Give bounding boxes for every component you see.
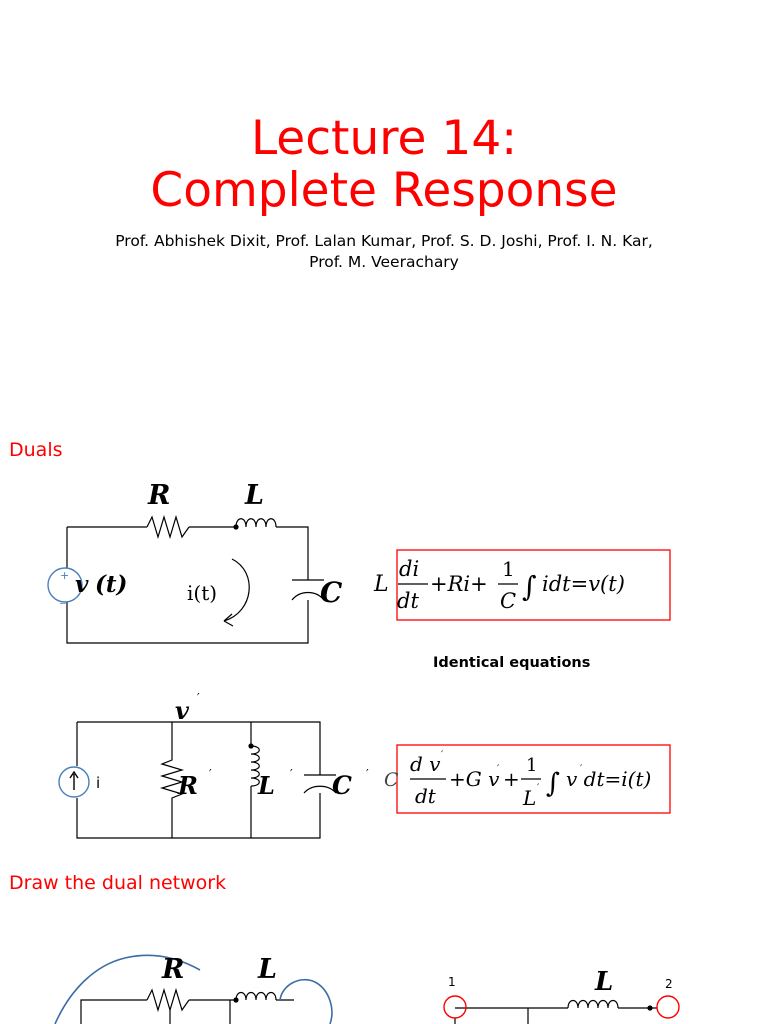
node-1-label: 1 — [448, 975, 456, 989]
authors-line1: Prof. Abhishek Dixit, Prof. Lalan Kumar,… — [115, 232, 653, 250]
dual-l-prime: ′ — [290, 767, 293, 781]
resistor-r-label: R — [147, 480, 170, 511]
eq2-rest: v dt=i(t) — [566, 767, 651, 791]
source-t-label: (t) — [95, 571, 127, 598]
dual-v-prime: ′ — [197, 691, 200, 705]
eq1-one: 1 — [502, 557, 515, 581]
identical-equations-caption: Identical equations — [433, 655, 591, 671]
section-draw-dual: Draw the dual network — [9, 872, 227, 894]
eq2-gv-prime: ′ — [497, 764, 500, 775]
handwritten-loop-right — [279, 978, 333, 1024]
eq1-dt: dt — [397, 589, 419, 613]
eq1-rest: idt=v(t) — [542, 572, 625, 596]
eq2-l-prime: ′ — [537, 783, 540, 794]
node-1-marker — [443, 995, 467, 1019]
eq1-di: di — [399, 557, 419, 581]
equation1-box — [396, 549, 671, 621]
slide-title-line1: Lecture 14: — [250, 111, 518, 166]
current-label: i(t) — [187, 581, 217, 605]
dual-r-prime: ′ — [209, 767, 212, 781]
eq2-dv-prime: ′ — [441, 750, 444, 761]
dual-c-prime: ′ — [366, 767, 369, 781]
eq1-plus-ri: +Ri+ — [430, 572, 488, 596]
equation2-box — [396, 744, 671, 814]
bottom-r-label: R — [161, 954, 184, 985]
eq2-plus-gv: +G v — [449, 767, 500, 791]
dual-r-label: R — [177, 771, 198, 800]
current-source-label: i — [96, 774, 100, 792]
capacitor-c-label: C — [320, 576, 343, 609]
bottom-l-label: L — [257, 954, 277, 985]
inductor-l-label: L — [244, 480, 264, 511]
eq1-integral: ∫ — [522, 570, 537, 603]
eq2-c: C — [384, 769, 399, 791]
eq2-integral: ∫ — [546, 768, 560, 799]
handwritten-loop-left — [54, 954, 201, 1024]
eq2-rest-prime: ′ — [580, 764, 583, 775]
dual-v-label: v — [175, 696, 190, 725]
eq2-one: 1 — [526, 755, 537, 776]
current-source-symbol — [58, 766, 90, 798]
dual-c-label: C — [332, 771, 352, 800]
source-v-label: v — [75, 571, 89, 598]
authors-line2: Prof. M. Veerachary — [309, 253, 459, 271]
eq2-dv: d v — [410, 752, 441, 776]
node-2-label: 2 — [665, 977, 673, 991]
eq1-l: L — [373, 572, 389, 597]
dual-l-label: L — [257, 771, 275, 800]
right-l-label: L — [594, 967, 613, 997]
eq2-plus: + — [503, 767, 520, 791]
eq2-dt: dt — [415, 784, 437, 808]
eq2-l: L — [522, 786, 536, 810]
node-2-marker — [656, 995, 680, 1019]
eq1-c: C — [500, 589, 516, 613]
section-duals: Duals — [9, 439, 63, 461]
slide-title-line2: Complete Response — [150, 163, 618, 218]
